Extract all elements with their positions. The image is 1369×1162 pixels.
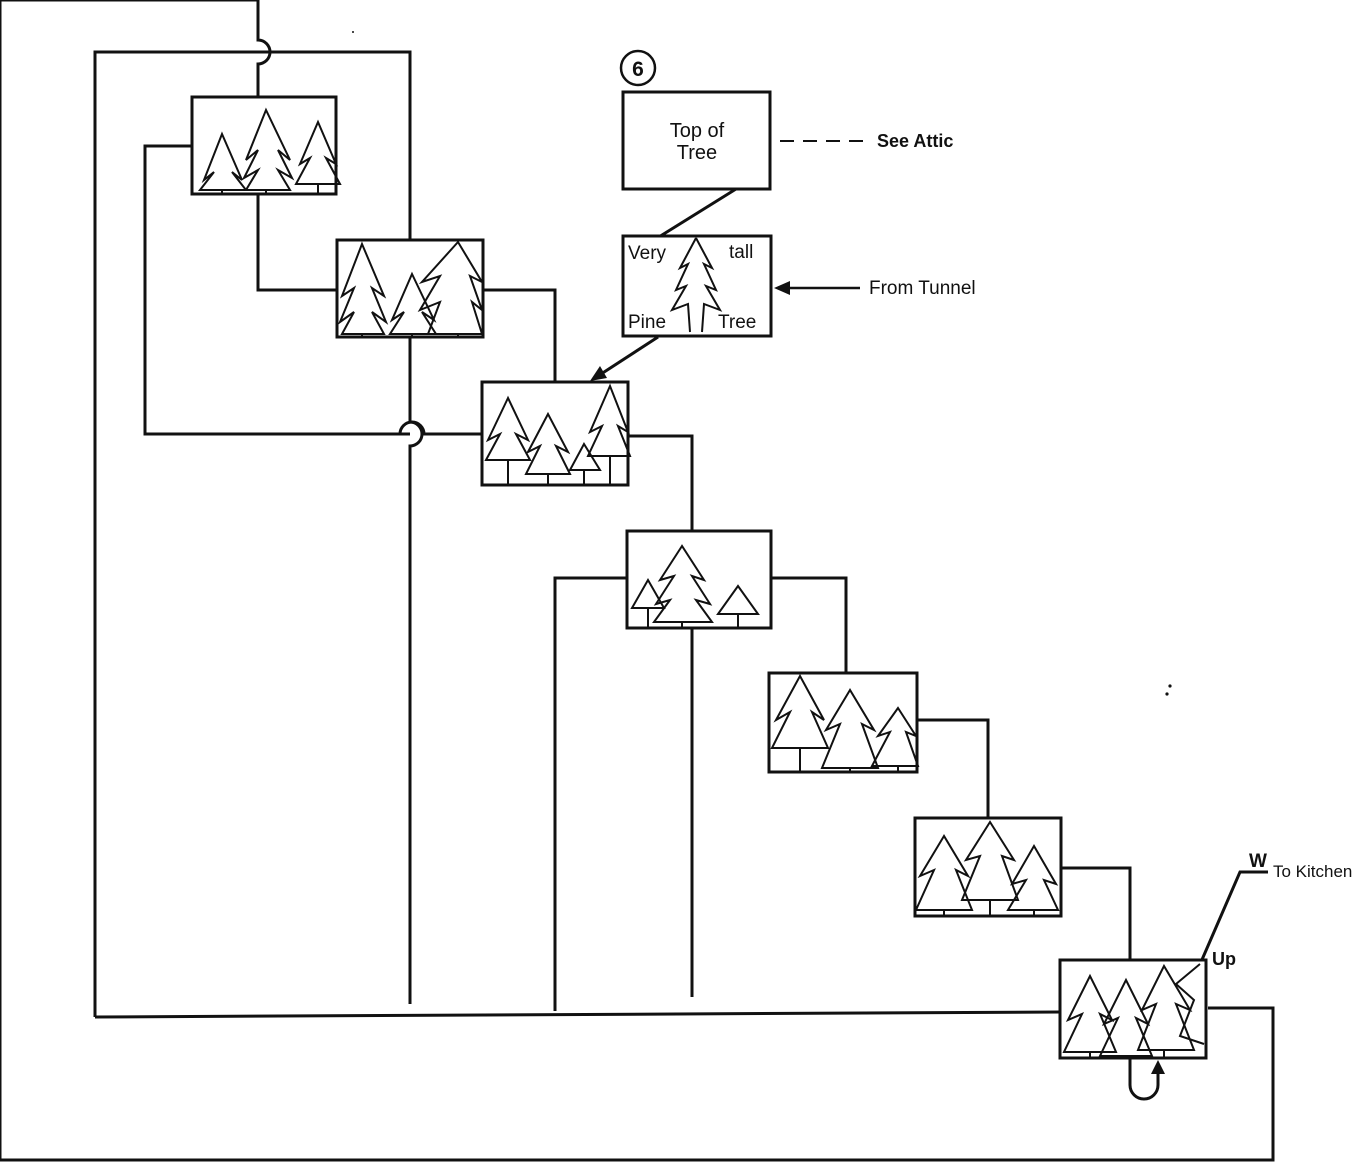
step-badge-number: 6 xyxy=(632,58,644,81)
connector-bottom xyxy=(95,1012,1060,1017)
exit-labels: W To Kitchen Up xyxy=(1212,851,1352,969)
pine-tree-label-tree: Tree xyxy=(718,312,756,333)
pine-tree-label-very: Very xyxy=(628,243,667,264)
connector-room6-room8 xyxy=(1061,868,1130,960)
up-label: Up xyxy=(1212,949,1236,969)
connector-room2-room3 xyxy=(483,290,555,382)
from-tunnel-label: From Tunnel xyxy=(869,278,976,299)
connector-self-loop xyxy=(1130,1058,1158,1099)
pine-tree-label-tall: tall xyxy=(729,242,753,263)
forest-room-1 xyxy=(192,97,340,194)
forest-room-6 xyxy=(915,818,1061,916)
connector-room2-down xyxy=(410,337,422,1004)
connector-pine-to-room3 xyxy=(598,337,658,376)
connector-top-hop xyxy=(258,0,270,96)
connector-room3-room4 xyxy=(628,436,692,531)
to-kitchen-direction: W xyxy=(1249,851,1267,872)
top-of-tree-line1: Top of xyxy=(670,120,725,142)
connector-room1-room2 xyxy=(258,194,337,290)
connector-room4-left xyxy=(555,578,627,1011)
forest-room-2 xyxy=(337,240,483,337)
forest-room-4 xyxy=(627,531,771,628)
top-of-tree-node: 6 Top of Tree See Attic xyxy=(621,51,953,189)
self-loop-arrowhead xyxy=(1151,1060,1165,1074)
connector-top-loop xyxy=(95,52,258,1017)
connector-room5-room6 xyxy=(917,720,988,818)
pine-tree-node: Very tall Pine Tree From Tunnel xyxy=(623,236,976,336)
connector-room4-room5 xyxy=(771,578,846,673)
from-tunnel-arrowhead xyxy=(774,281,790,295)
forest-room-bottom xyxy=(1060,960,1206,1058)
connector-room3-hop xyxy=(400,422,482,434)
see-attic-label: See Attic xyxy=(877,131,953,151)
connector-top-to-pine xyxy=(654,189,736,240)
forest-room-5 xyxy=(769,673,918,772)
forest-room-3 xyxy=(482,382,630,485)
top-of-tree-line2: Tree xyxy=(677,142,717,164)
to-kitchen-label: To Kitchen xyxy=(1273,862,1352,881)
pine-tree-label-pine: Pine xyxy=(628,312,666,333)
